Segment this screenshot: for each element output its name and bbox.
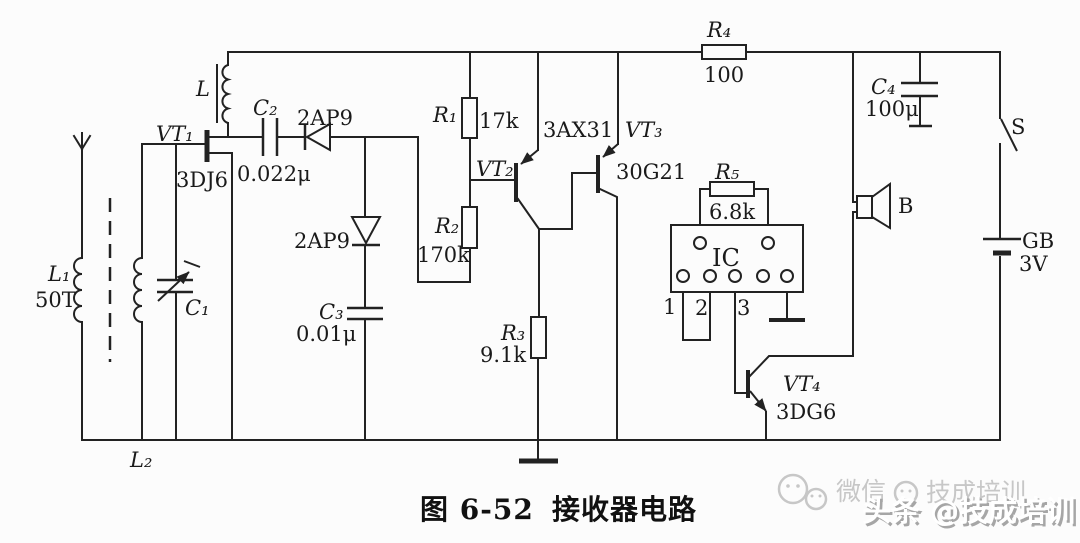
l1-value: 50T xyxy=(35,288,76,312)
c3-label: C₃ xyxy=(319,300,344,324)
vt2-model: 3AX31 xyxy=(543,118,613,142)
resistor-r4 xyxy=(701,44,747,60)
r3-label: R₃ xyxy=(500,321,525,345)
wechat-account: 技成培训 xyxy=(926,478,1026,507)
speaker-label: B xyxy=(898,194,913,218)
c4-label: C₄ xyxy=(871,75,896,99)
vt2-label: VT₂ xyxy=(476,157,514,181)
ic-pin1-label: 1 xyxy=(663,295,676,319)
toutiao-label-shadow: 头条 @技成培训 xyxy=(865,497,1078,531)
l-label: L xyxy=(195,77,210,101)
ic-label: IC xyxy=(712,244,740,272)
vt1-model: 3DJ6 xyxy=(176,168,228,192)
capacitor-c4 xyxy=(901,81,938,128)
figure-caption: 图 6-52 接收器电路 xyxy=(420,493,697,526)
wechat-icon-small xyxy=(893,480,919,506)
inductor-l1 xyxy=(73,257,83,323)
d2-model: 2AP9 xyxy=(294,229,350,253)
transistor-vt2 xyxy=(514,149,539,202)
r2-label: R₂ xyxy=(434,214,459,238)
switch-label: S xyxy=(1011,115,1025,139)
inductor-l2 xyxy=(133,257,143,323)
c2-label: C₂ xyxy=(253,96,278,120)
capacitor-c3 xyxy=(347,306,383,321)
resistor-r2 xyxy=(461,206,478,249)
vt4-model: 3DG6 xyxy=(776,400,836,424)
watermark-wechat: 微信 技成培训 xyxy=(777,473,1026,511)
l1-label: L₁ xyxy=(47,262,70,286)
diode-d1 xyxy=(303,122,331,152)
ic-pin2-label: 2 xyxy=(695,296,708,320)
r1-label: R₁ xyxy=(432,103,457,127)
capacitor-c2 xyxy=(261,118,279,156)
wechat-icon xyxy=(777,473,828,511)
vt1-label: VT₁ xyxy=(156,122,194,146)
c2-value: 0.022μ xyxy=(237,162,311,186)
r1-value: 17k xyxy=(479,109,519,133)
r5-value: 6.8k xyxy=(709,200,755,224)
switch-s xyxy=(1000,118,1018,152)
resistor-r3 xyxy=(530,316,547,359)
resistor-r1 xyxy=(461,97,478,139)
watermark-toutiao: 头条 @技成培训 头条 @技成培训 xyxy=(862,494,1078,531)
vt4-label: VT₄ xyxy=(783,372,821,396)
transistor-vt3 xyxy=(596,143,619,193)
battery-label: GB xyxy=(1022,229,1054,253)
labels: L₁ 50T L₂ C₁ VT₁ 3DJ6 L C₂ 0.022μ 2AP9 2… xyxy=(35,18,1054,472)
r3-value: 9.1k xyxy=(480,343,526,367)
battery-value: 3V xyxy=(1019,252,1048,276)
ic-block xyxy=(670,224,804,293)
r5-label: R₅ xyxy=(714,160,740,184)
c1-label: C₁ xyxy=(185,296,210,320)
r4-label: R₄ xyxy=(706,18,731,42)
l2-label: L₂ xyxy=(129,448,152,472)
speaker-icon xyxy=(856,182,891,230)
battery-gb xyxy=(983,237,1021,256)
resistor-r5 xyxy=(709,181,755,197)
variable-capacitor-c1 xyxy=(157,260,201,302)
vt3-label: VT₃ xyxy=(625,118,663,142)
ic-pin3-label: 3 xyxy=(737,296,750,320)
toutiao-label: 头条 @技成培训 xyxy=(862,494,1075,528)
caption-number: 图 6-52 xyxy=(420,493,534,526)
diode-d2 xyxy=(350,216,382,247)
c3-value: 0.01μ xyxy=(296,322,356,346)
r2-value: 170k xyxy=(417,243,470,267)
r4-value: 100 xyxy=(704,63,744,87)
d1-model: 2AP9 xyxy=(297,106,353,130)
wechat-label: 微信 xyxy=(836,477,886,506)
wires xyxy=(72,51,1001,460)
caption-title: 接收器电路 xyxy=(552,493,697,526)
c4-value: 100μ xyxy=(865,97,919,121)
transistor-vt4 xyxy=(746,370,767,412)
vt3-model: 30G21 xyxy=(616,160,686,184)
inductor-l xyxy=(216,64,232,124)
